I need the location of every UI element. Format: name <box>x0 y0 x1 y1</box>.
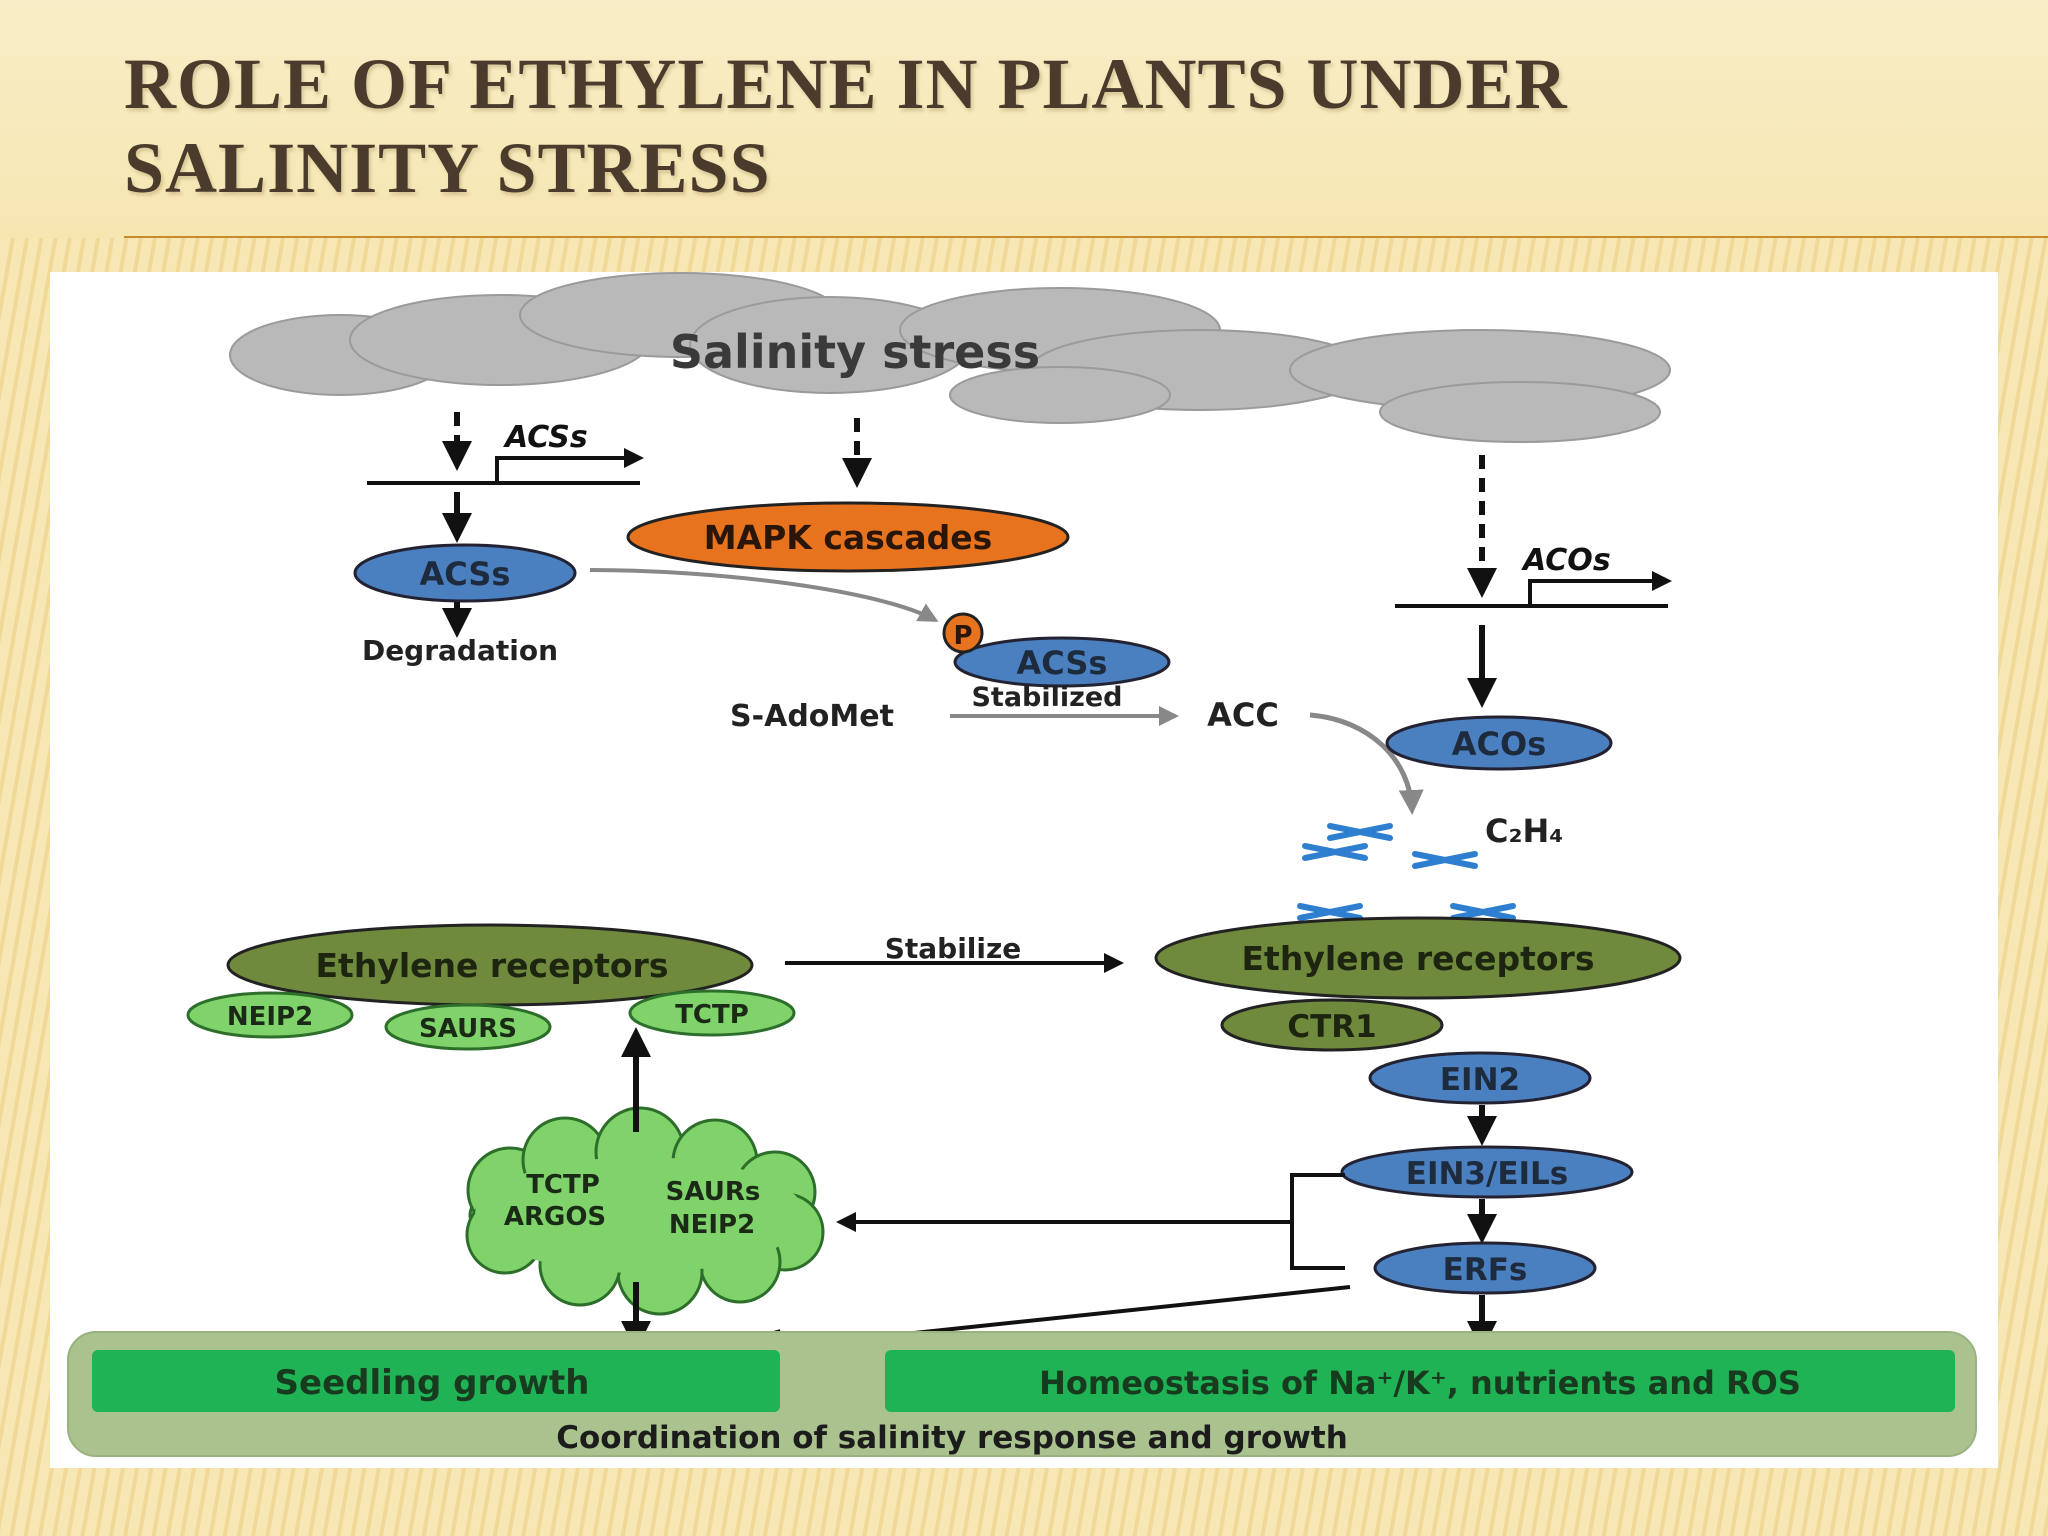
title-line-2: SALINITY STRESS <box>124 128 771 208</box>
ctr1-node <box>1220 998 1444 1052</box>
stabilize-label: Stabilize <box>885 932 1022 965</box>
ein3-eils-node <box>1340 1145 1634 1199</box>
erfs-label: ERFs <box>1443 1252 1528 1288</box>
acos-promoter-arrow <box>1528 571 1672 606</box>
cloud-tctp-label: TCTP <box>526 1170 600 1200</box>
seedling-growth-box <box>92 1350 780 1412</box>
seedling-growth-label: Seedling growth <box>275 1363 590 1403</box>
title-band <box>0 0 2048 238</box>
coordination-label: Coordination of salinity response and gr… <box>556 1420 1348 1456</box>
ethylene-receptors-right-label: Ethylene receptors <box>1242 939 1595 978</box>
tctp-node <box>628 989 796 1037</box>
mapk-cascades-label: MAPK cascades <box>704 518 993 557</box>
c2h4-label: C₂H₄ <box>1485 812 1563 850</box>
ethylene-receptors-right-node <box>1154 916 1682 1000</box>
phosphate-label: P <box>953 621 972 651</box>
ein2-label: EIN2 <box>1440 1062 1520 1098</box>
cloud-argos-label: ARGOS <box>504 1202 606 1232</box>
acss-protein-node <box>353 543 577 603</box>
stabilized-label: Stabilized <box>971 682 1122 713</box>
acc-to-c2h4-arrow <box>1309 712 1424 815</box>
acos-gene-label: ACOs <box>1521 543 1611 578</box>
phosphate-node <box>942 612 984 654</box>
ethylene-receptors-left-label: Ethylene receptors <box>316 946 669 985</box>
phosphorylation-arrow <box>589 568 939 622</box>
cloud-saurs-label: SAURs <box>666 1177 761 1207</box>
homeostasis-label: Homeostasis of Na⁺/K⁺, nutrients and ROS <box>1039 1364 1801 1402</box>
mapk-cascades-node <box>626 501 1070 573</box>
acss-gene-label: ACSs <box>503 420 588 455</box>
homeostasis-box <box>885 1350 1955 1412</box>
title-line-1: ROLE OF ETHYLENE IN PLANTS UNDER <box>124 44 1568 124</box>
ein3-eils-label: EIN3/EILs <box>1406 1156 1568 1192</box>
neip2-label: NEIP2 <box>227 1002 313 1032</box>
saurs-label: SAURS <box>419 1014 517 1044</box>
ein2-node <box>1368 1051 1592 1105</box>
cloud-neip2-label: NEIP2 <box>669 1210 755 1240</box>
acss-protein-label: ACSs <box>420 555 511 593</box>
acos-protein-label: ACOs <box>1452 725 1547 763</box>
tctp-label: TCTP <box>675 1000 749 1030</box>
acss-stabilized-node <box>953 636 1171 688</box>
ein3-erfs-bracket <box>1290 1173 1345 1270</box>
title-divider <box>124 236 2048 238</box>
neip2-node <box>186 991 354 1039</box>
acos-protein-node <box>1385 715 1613 771</box>
target-genes-cloud-fill <box>475 1157 805 1273</box>
ethylene-molecules <box>1297 823 1516 921</box>
ethylene-pathway-diagram: Salinity stress ACSs ACSs Degradation MA… <box>67 272 1977 1457</box>
salinity-stress-label: Salinity stress <box>670 325 1040 379</box>
erfs-node <box>1373 1241 1597 1295</box>
ctr1-label: CTR1 <box>1287 1009 1376 1045</box>
diagram-panel: Salinity stress ACSs ACSs Degradation MA… <box>50 272 1998 1468</box>
acss-stabilized-label: ACSs <box>1017 644 1108 682</box>
s-adomet-label: S-AdoMet <box>730 699 894 734</box>
saurs-node <box>384 1003 552 1051</box>
slide-title: ROLE OF ETHYLENE IN PLANTS UNDER SALINIT… <box>124 42 1924 210</box>
acc-label: ACC <box>1207 696 1279 734</box>
degradation-label: Degradation <box>362 634 558 667</box>
salinity-stress-cloud <box>229 272 1671 443</box>
acss-promoter-arrow <box>495 448 644 483</box>
